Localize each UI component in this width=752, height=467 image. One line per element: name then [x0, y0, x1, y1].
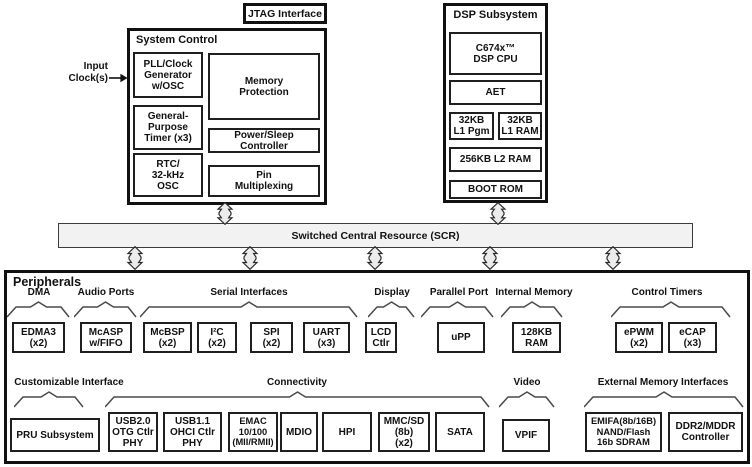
- epwm-block: ePWM (x2): [615, 322, 663, 353]
- power-sleep-controller-block: Power/Sleep Controller: [208, 128, 320, 153]
- group-label-serial-interfaces: Serial Interfaces: [210, 287, 288, 298]
- boot-rom-block: BOOT ROM: [449, 180, 542, 199]
- peripherals-title: Peripherals: [13, 275, 82, 289]
- system-control-block: System Control PLL/Clock Generator w/OSC…: [127, 28, 327, 205]
- usb20-block: USB2.0 OTG Ctlr PHY: [108, 412, 158, 452]
- input-clock-label: Input Clock(s): [68, 61, 108, 84]
- right-arrow-icon: [109, 71, 128, 85]
- bidir-arrow-icon: [240, 245, 260, 271]
- bidir-arrow-icon: [125, 245, 145, 271]
- group-label-video: Video: [513, 377, 541, 388]
- l1-pgm-block: 32KB L1 Pgm: [449, 112, 494, 140]
- brace-icon: [610, 301, 731, 318]
- brace-icon: [139, 301, 358, 318]
- rtc-osc-block: RTC/ 32-kHz OSC: [133, 153, 203, 197]
- l2-ram-block: 256KB L2 RAM: [449, 147, 542, 172]
- brace-icon: [420, 301, 494, 318]
- pin-multiplexing-block: Pin Multiplexing: [208, 165, 320, 197]
- bidir-arrow-icon: [215, 201, 235, 226]
- uart-block: UART (x3): [303, 322, 350, 353]
- spi-block: SPI (x2): [250, 322, 293, 353]
- dsp-subsystem-block: DSP Subsystem C674x™ DSP CPU AET 32KB L1…: [443, 3, 548, 203]
- sata-block: SATA: [435, 412, 485, 452]
- group-label-control-timers: Control Timers: [631, 287, 703, 298]
- lcd-ctlr-block: LCD Ctlr: [365, 322, 397, 353]
- emac-block: EMAC 10/100 (MII/RMII): [228, 412, 278, 452]
- mdio-block: MDIO: [280, 412, 318, 452]
- brace-icon: [367, 301, 415, 318]
- usb11-block: USB1.1 OHCI Ctlr PHY: [163, 412, 222, 452]
- brace-icon: [583, 391, 744, 408]
- ddr2-mddr-block: DDR2/MDDR Controller: [668, 412, 743, 452]
- mmcsd-block: MMC/SD (8b) (x2): [378, 412, 430, 452]
- group-label-customizable-interface: Customizable Interface: [14, 377, 124, 388]
- brace-icon: [6, 301, 70, 318]
- jtag-interface-block: JTAG Interface: [243, 3, 327, 24]
- bidir-arrow-icon: [365, 245, 385, 271]
- bidir-arrow-icon: [480, 245, 500, 271]
- internal-ram-block: 128KB RAM: [512, 322, 561, 353]
- emifa-block: EMIFA(8b/16B) NAND/Flash 16b SDRAM: [585, 412, 662, 452]
- group-label-connectivity: Connectivity: [266, 377, 327, 388]
- brace-icon: [104, 391, 490, 408]
- i2c-block: I²C (x2): [197, 322, 237, 353]
- upp-block: uPP: [437, 322, 485, 353]
- general-purpose-timer-block: General- Purpose Timer (x3): [133, 105, 203, 150]
- edma3-block: EDMA3 (x2): [12, 322, 65, 353]
- group-label-dma: DMA: [27, 287, 51, 298]
- group-label-parallel-port: Parallel Port: [429, 287, 489, 298]
- aet-block: AET: [449, 80, 542, 105]
- scr-bus-block: Switched Central Resource (SCR): [58, 223, 693, 248]
- brace-icon: [73, 301, 137, 318]
- group-label-external-memory-interfaces: External Memory Interfaces: [597, 377, 729, 388]
- dsp-cpu-block: C674x™ DSP CPU: [449, 32, 542, 75]
- bidir-arrow-icon: [488, 201, 508, 226]
- brace-icon: [500, 301, 563, 318]
- memory-protection-block: Memory Protection: [208, 53, 320, 120]
- pru-subsystem-block: PRU Subsystem: [10, 418, 100, 452]
- dsp-subsystem-title: DSP Subsystem: [453, 9, 538, 21]
- peripherals-block: Peripherals DMA Audio Ports Serial Inter…: [4, 270, 750, 464]
- brace-icon: [13, 391, 84, 408]
- brace-icon: [498, 391, 555, 408]
- l1-ram-block: 32KB L1 RAM: [498, 112, 542, 140]
- mcasp-block: McASP w/FIFO: [80, 322, 132, 353]
- bidir-arrow-icon: [603, 245, 623, 271]
- ecap-block: eCAP (x3): [668, 322, 717, 353]
- mcbsp-block: McBSP (x2): [143, 322, 192, 353]
- hpi-block: HPI: [322, 412, 372, 452]
- group-label-display: Display: [374, 287, 410, 298]
- system-control-title: System Control: [136, 34, 218, 46]
- vpif-block: VPIF: [502, 419, 550, 452]
- group-label-internal-memory: Internal Memory: [495, 287, 573, 298]
- group-label-audio-ports: Audio Ports: [77, 287, 135, 298]
- pll-clock-generator-block: PLL/Clock Generator w/OSC: [133, 52, 203, 98]
